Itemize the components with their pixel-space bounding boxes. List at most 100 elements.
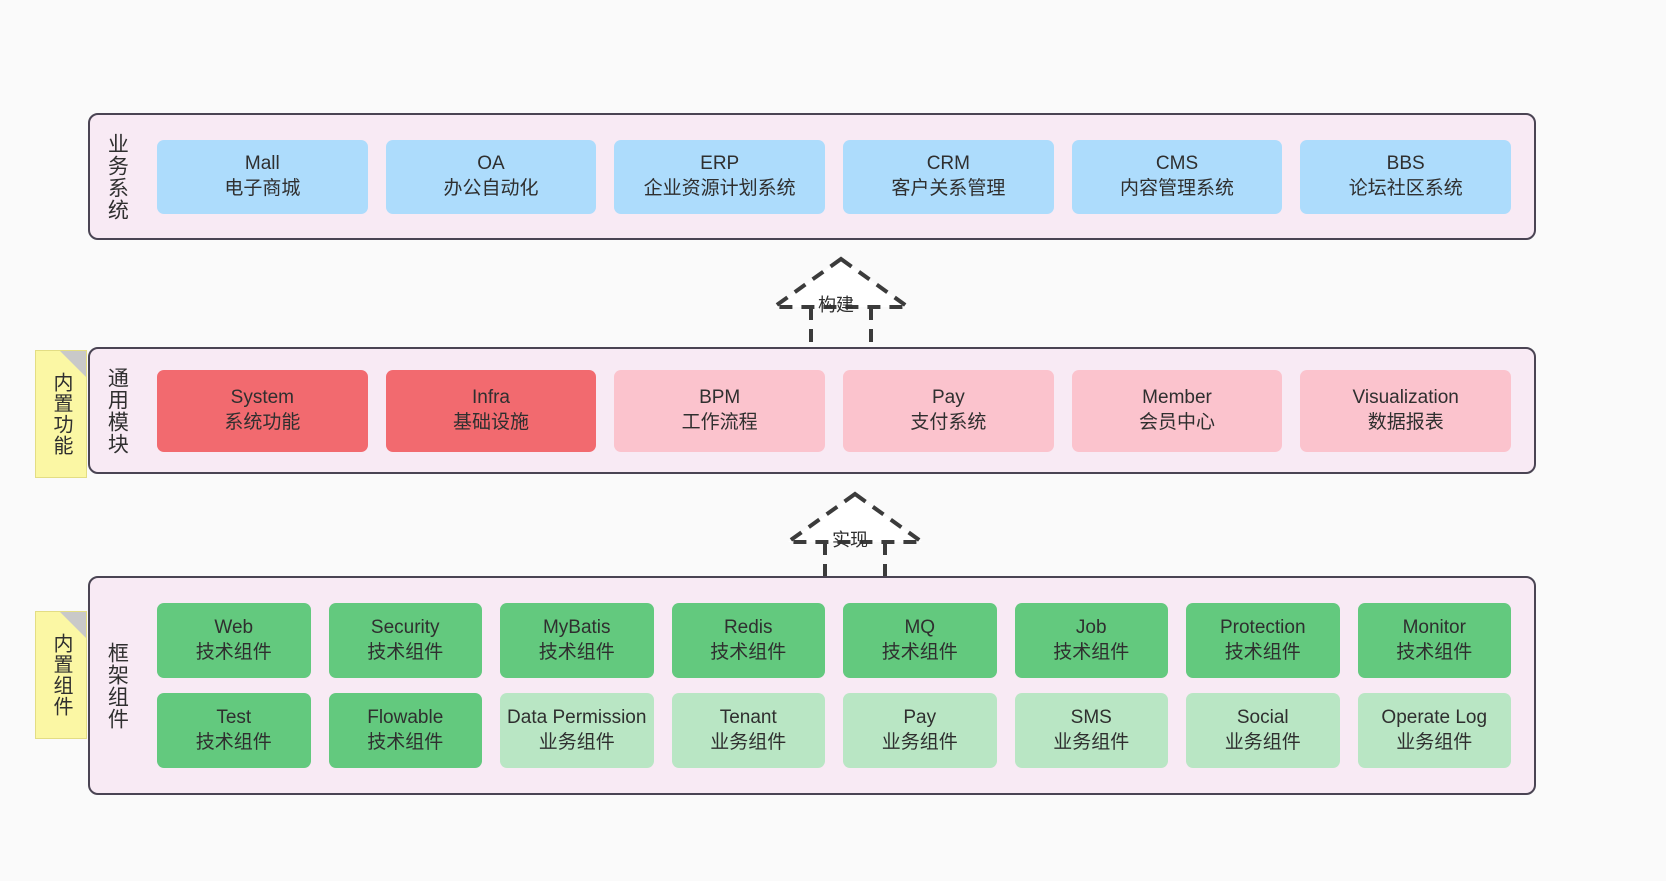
chip-mybatis[interactable]: MyBatis 技术组件	[500, 603, 654, 678]
chip-security[interactable]: Security 技术组件	[328, 603, 482, 678]
note-fold-corner-icon	[60, 612, 86, 638]
chip-subtitle: 会员中心	[1139, 411, 1216, 433]
chip-title: OA	[477, 153, 505, 175]
chip-data-permission[interactable]: Data Permission 业务组件	[500, 693, 654, 768]
chip-infra[interactable]: Infra 基础设施	[385, 369, 597, 452]
connector-build: 构建	[756, 255, 926, 345]
layer-row: Test 技术组件 Flowable 技术组件 Data Permission …	[148, 693, 1520, 768]
chip-crm[interactable]: CRM 客户关系管理	[843, 139, 1054, 214]
chip-subtitle: 业务组件	[1053, 731, 1130, 753]
chip-tenant[interactable]: Tenant 业务组件	[671, 693, 825, 768]
arrow-stem	[809, 307, 873, 345]
chip-bpm[interactable]: BPM 工作流程	[614, 369, 826, 452]
chip-title: Data Permission	[507, 707, 647, 729]
chip-pay-module[interactable]: Pay 支付系统	[843, 369, 1054, 452]
chip-subtitle: 数据报表	[1367, 411, 1444, 433]
chip-cell: OA 办公自动化	[377, 139, 606, 214]
chip-oa[interactable]: OA 办公自动化	[385, 139, 597, 214]
chip-subtitle: 技术组件	[1224, 641, 1301, 663]
chip-cell: Test 技术组件	[148, 693, 320, 768]
arrowhead-triangle	[767, 256, 915, 309]
arrowhead-triangle	[781, 491, 929, 544]
chip-title: Job	[1075, 617, 1107, 639]
chip-cell: System 系统功能	[148, 369, 377, 452]
layer-row: Mall 电子商城 OA 办公自动化 ERP 企业资源计划系统	[148, 139, 1520, 214]
layer-body-common-modules: System 系统功能 Infra 基础设施 BPM 工作流程	[142, 349, 1534, 472]
chip-subtitle: 支付系统	[910, 411, 987, 433]
chip-mq[interactable]: MQ 技术组件	[843, 603, 997, 678]
chip-sms[interactable]: SMS 业务组件	[1014, 693, 1168, 768]
chip-title: Pay	[903, 707, 937, 729]
chip-title: SMS	[1070, 707, 1112, 729]
chip-cell: Protection 技术组件	[1177, 603, 1349, 678]
chip-test[interactable]: Test 技术组件	[157, 693, 311, 768]
chip-subtitle: 客户关系管理	[891, 177, 1006, 199]
chip-cell: Flowable 技术组件	[320, 693, 492, 768]
chip-cell: Job 技术组件	[1006, 603, 1178, 678]
chip-subtitle: 基础设施	[453, 411, 530, 433]
chip-bbs[interactable]: BBS 论坛社区系统	[1300, 139, 1512, 214]
chip-subtitle: 技术组件	[1053, 641, 1130, 663]
chip-title: Redis	[723, 617, 773, 639]
layer-business-systems: 业务系统 Mall 电子商城 OA 办公自动化 E	[88, 113, 1536, 240]
chip-cell: Pay 支付系统	[834, 369, 1063, 452]
chip-subtitle: 业务组件	[881, 731, 958, 753]
chip-subtitle: 技术组件	[367, 641, 444, 663]
arrow-stem	[823, 542, 887, 580]
note-label: 内置组件	[50, 633, 72, 717]
chip-title: Tenant	[719, 707, 777, 729]
chip-title: Infra	[471, 387, 511, 409]
layer-title-common-modules: 通用模块	[105, 366, 129, 455]
connector-implement: 实现	[770, 490, 940, 580]
chip-pay-component[interactable]: Pay 业务组件	[843, 693, 997, 768]
chip-protection[interactable]: Protection 技术组件	[1186, 603, 1340, 678]
chip-title: Flowable	[367, 707, 444, 729]
chip-visualization[interactable]: Visualization 数据报表	[1300, 369, 1512, 452]
chip-job[interactable]: Job 技术组件	[1014, 603, 1168, 678]
chip-operate-log[interactable]: Operate Log 业务组件	[1357, 693, 1511, 768]
chip-subtitle: 业务组件	[538, 731, 615, 753]
chip-title: BBS	[1386, 153, 1425, 175]
layer-row: Web 技术组件 Security 技术组件 MyBatis 技术组件	[148, 603, 1520, 678]
connector-label-build: 构建	[818, 295, 854, 315]
chip-cell: BPM 工作流程	[605, 369, 834, 452]
chip-member[interactable]: Member 会员中心	[1071, 369, 1283, 452]
chip-monitor[interactable]: Monitor 技术组件	[1357, 603, 1511, 678]
note-fold-corner-icon	[60, 351, 86, 377]
chip-cell: Web 技术组件	[148, 603, 320, 678]
chip-cms[interactable]: CMS 内容管理系统	[1071, 139, 1283, 214]
chip-cell: Member 会员中心	[1063, 369, 1292, 452]
chip-subtitle: 技术组件	[195, 641, 272, 663]
chip-title: MQ	[904, 617, 936, 639]
chip-cell: Visualization 数据报表	[1291, 369, 1520, 452]
chip-subtitle: 电子商城	[224, 177, 301, 199]
chip-social[interactable]: Social 业务组件	[1186, 693, 1340, 768]
chip-cell: Social 业务组件	[1177, 693, 1349, 768]
note-builtin-components: 内置组件	[35, 611, 87, 739]
chip-flowable[interactable]: Flowable 技术组件	[328, 693, 482, 768]
chip-title: BPM	[699, 387, 741, 409]
chip-cell: MQ 技术组件	[834, 603, 1006, 678]
chip-system[interactable]: System 系统功能	[157, 369, 368, 452]
chip-title: Monitor	[1402, 617, 1466, 639]
layer-title-framework-components: 框架组件	[105, 641, 129, 730]
chip-redis[interactable]: Redis 技术组件	[671, 603, 825, 678]
chip-web[interactable]: Web 技术组件	[157, 603, 311, 678]
chip-cell: MyBatis 技术组件	[491, 603, 663, 678]
chip-cell: ERP 企业资源计划系统	[605, 139, 834, 214]
chip-title: Social	[1236, 707, 1289, 729]
chip-cell: Redis 技术组件	[663, 603, 835, 678]
chip-subtitle: 系统功能	[224, 411, 301, 433]
chip-cell: BBS 论坛社区系统	[1291, 139, 1520, 214]
chip-erp[interactable]: ERP 企业资源计划系统	[614, 139, 826, 214]
chip-subtitle: 业务组件	[1396, 731, 1473, 753]
chip-cell: CMS 内容管理系统	[1063, 139, 1292, 214]
note-label: 内置功能	[50, 372, 72, 456]
chip-mall[interactable]: Mall 电子商城	[157, 139, 368, 214]
connector-label-implement: 实现	[832, 530, 868, 550]
chip-title: MyBatis	[542, 617, 611, 639]
chip-title: CRM	[926, 153, 970, 175]
chip-cell: Data Permission 业务组件	[491, 693, 663, 768]
layer-body-framework-components: Web 技术组件 Security 技术组件 MyBatis 技术组件	[142, 578, 1534, 793]
chip-title: CMS	[1155, 153, 1199, 175]
